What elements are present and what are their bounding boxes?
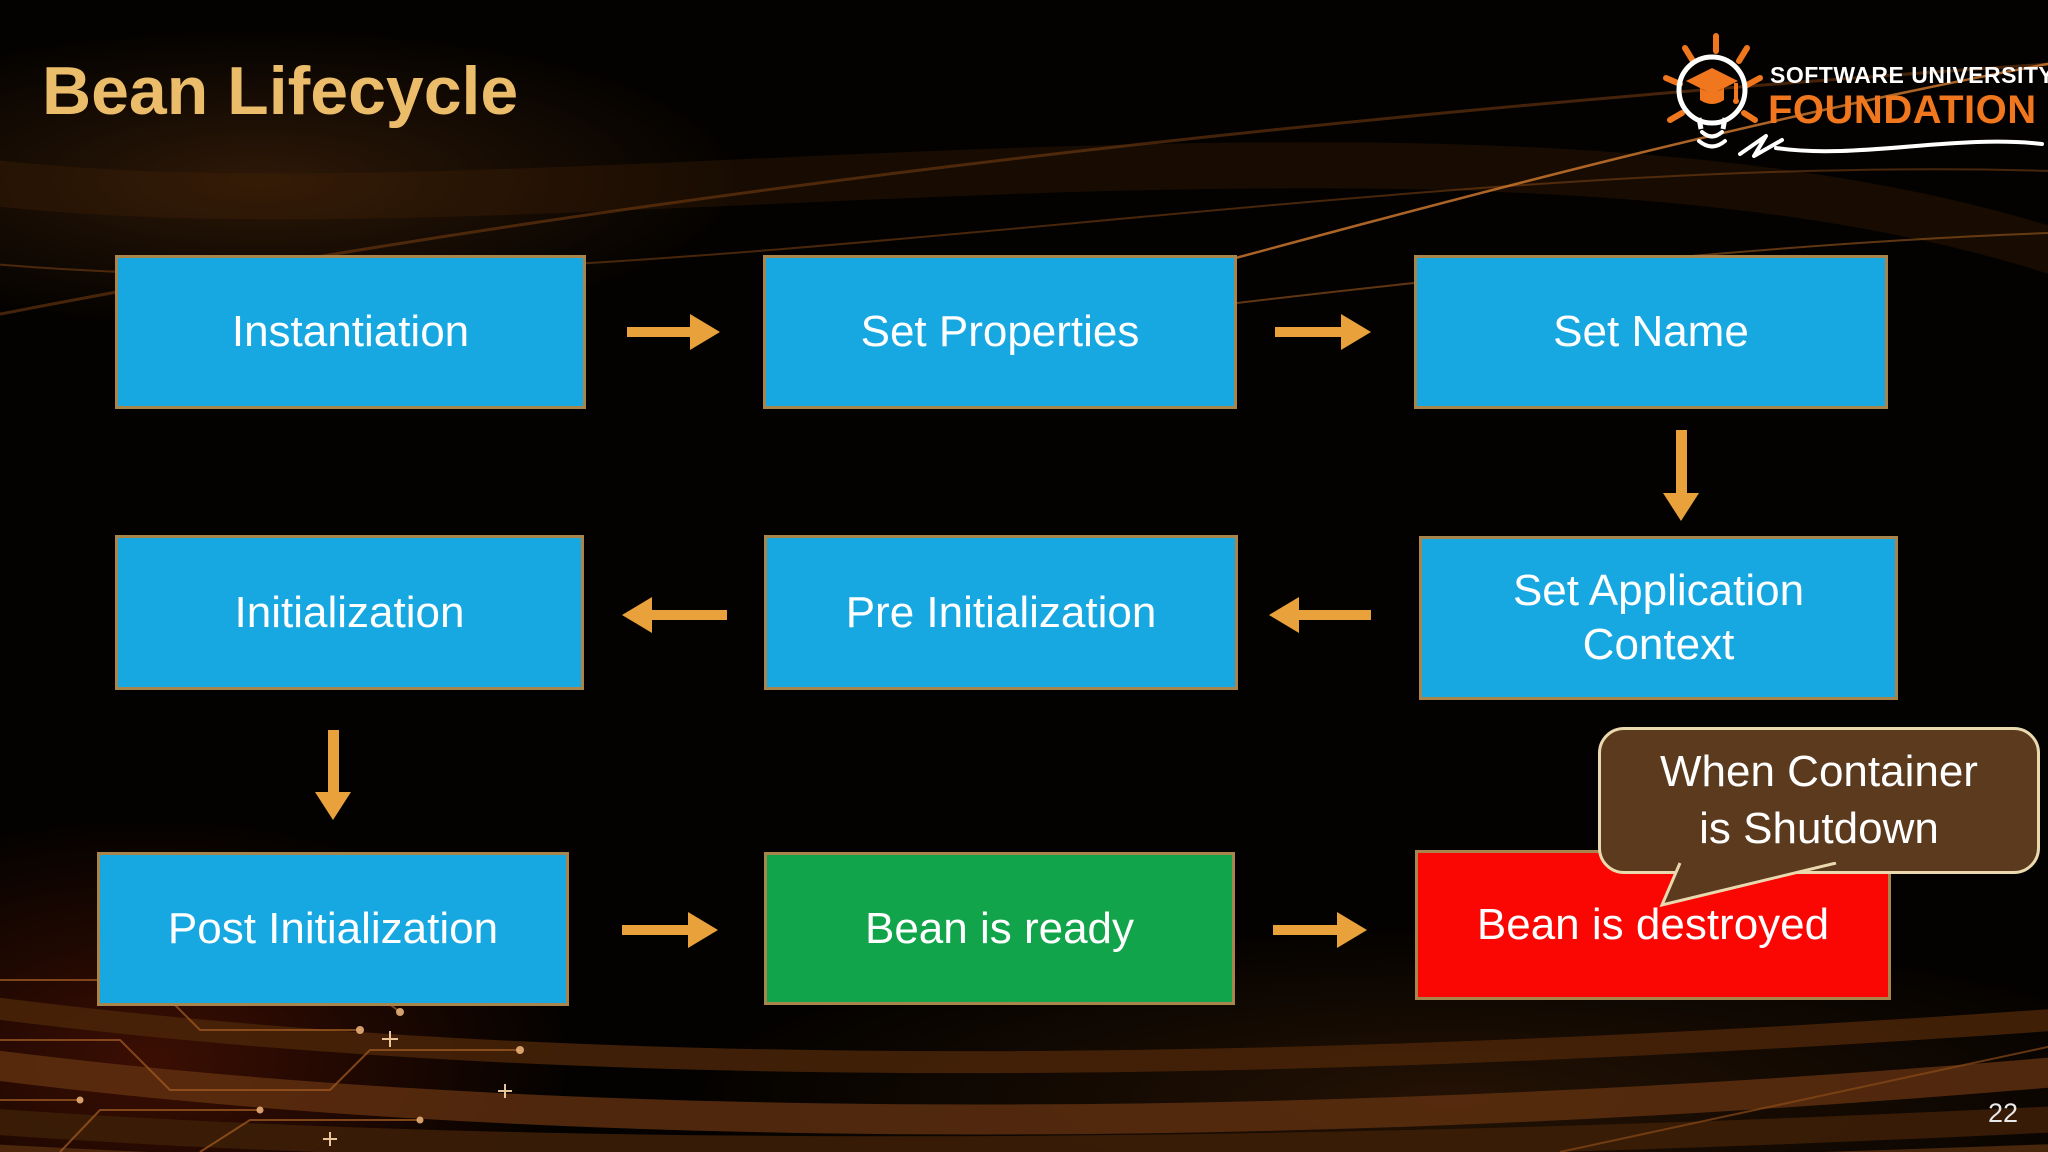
callout-tail xyxy=(1659,862,1837,908)
arrow-right-icon xyxy=(1273,912,1367,948)
node-post-initialization: Post Initialization xyxy=(97,852,569,1006)
logo-text-foundation: FOUNDATION xyxy=(1768,88,2037,132)
node-set-application-context: Set Application Context xyxy=(1419,536,1898,700)
lightbulb-icon xyxy=(1663,33,1763,149)
arrow-left-icon xyxy=(1269,597,1371,633)
node-pre-initialization: Pre Initialization xyxy=(764,535,1238,690)
arrow-right-icon xyxy=(627,314,720,350)
callout-when-container-shutdown: When Container is Shutdown xyxy=(1598,727,2040,874)
page-title: Bean Lifecycle xyxy=(42,53,519,129)
arrow-left-icon xyxy=(622,597,727,633)
arrow-right-icon xyxy=(622,912,718,948)
logo-text-software-university: SOFTWARE UNIVERSITY xyxy=(1770,62,2048,88)
node-instantiation: Instantiation xyxy=(115,255,586,409)
node-initialization: Initialization xyxy=(115,535,584,690)
node-bean-is-destroyed: Bean is destroyed xyxy=(1415,850,1891,1000)
arrow-down-icon xyxy=(315,730,351,820)
node-bean-is-ready: Bean is ready xyxy=(764,852,1235,1005)
page-number: 22 xyxy=(1987,1098,2018,1128)
logo-underline-squiggle xyxy=(1738,134,2044,158)
arrow-down-icon xyxy=(1663,430,1699,521)
arrow-right-icon xyxy=(1275,314,1371,350)
node-set-properties: Set Properties xyxy=(763,255,1237,409)
software-university-logo: SOFTWARE UNIVERSITY FOUNDATION xyxy=(1652,28,2048,162)
node-set-name: Set Name xyxy=(1414,255,1888,409)
